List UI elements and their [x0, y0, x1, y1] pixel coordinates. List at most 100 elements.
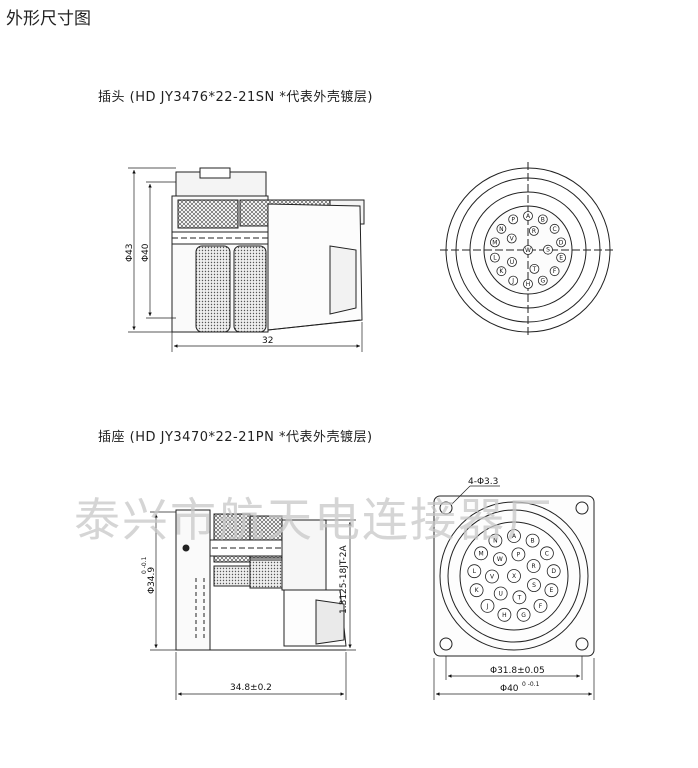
receptacle-contact-label: B: [531, 538, 535, 545]
receptacle-thread-label: 1.3125-18JT-2A: [339, 545, 349, 614]
receptacle-contact: [544, 583, 559, 598]
plug-contact-label: B: [541, 216, 545, 223]
plug-contact: [489, 237, 500, 248]
plug-phi40-label: Φ40: [141, 243, 151, 262]
plug-phi43-label: Φ43: [125, 243, 135, 262]
receptacle-front-dimensions: [433, 485, 595, 700]
plug-contact: [506, 233, 517, 244]
receptacle-contact-label: L: [473, 568, 477, 575]
receptacle-contact: [526, 559, 541, 573]
plug-contact: [523, 245, 533, 255]
receptacle-phi40-label: Φ40: [500, 684, 519, 694]
plug-contact-label: R: [532, 228, 536, 235]
plug-contact: [489, 252, 500, 263]
receptacle-side-view: [175, 509, 347, 651]
receptacle-contact: [511, 547, 526, 562]
plug-contact: [549, 223, 560, 234]
receptacle-contact: [492, 552, 507, 566]
receptacle-contact: [488, 533, 503, 548]
plug-contact-label: D: [559, 239, 564, 246]
plug-contact-label: N: [499, 226, 504, 233]
watermark-text: 泰兴市航天电连接器厂: [74, 493, 554, 547]
plug-contact: [556, 252, 566, 263]
plug-contact-label: S: [546, 247, 550, 254]
receptacle-contact: [493, 586, 508, 601]
plug-contact: [543, 244, 553, 255]
receptacle-contact: [507, 529, 521, 543]
receptacle-contact-label: V: [490, 574, 495, 581]
receptacle-contact-label: J: [486, 603, 489, 610]
receptacle-contact: [469, 583, 484, 598]
receptacle-phi40-tol: 0 -0.1: [522, 681, 540, 688]
receptacle-holes-label: 4-Φ3.3: [468, 477, 498, 487]
receptacle-phi318-label: Φ31.8±0.05: [490, 666, 545, 676]
plug-contact: [508, 214, 519, 225]
receptacle-contact: [512, 590, 527, 605]
receptacle-phi349-tol: 0 -0.1: [141, 556, 148, 574]
receptacle-length-label: 34.8±0.2: [230, 683, 272, 693]
plug-contact: [556, 237, 566, 248]
plug-contact-label: M: [492, 239, 497, 246]
receptacle-contact-label: D: [551, 568, 556, 575]
receptacle-contact-label: A: [512, 533, 517, 540]
plug-length-label: 32: [262, 336, 273, 346]
plug-contact-label: V: [510, 236, 515, 243]
receptacle-phi349-label: Φ34.9: [147, 567, 157, 594]
plug-section-title: 插头 (HD JY3476*22-21SN *代表外壳镀层): [98, 90, 373, 105]
receptacle-contact: [474, 546, 489, 561]
receptacle-contact-label: F: [539, 603, 543, 610]
plug-contact: [549, 266, 560, 277]
receptacle-contact-label: W: [497, 556, 503, 563]
receptacle-contact-label: N: [493, 538, 498, 545]
plug-contact: [529, 263, 540, 274]
plug-contact-label: J: [511, 278, 514, 285]
receptacle-contact-label: S: [532, 582, 536, 589]
receptacle-contact-label: U: [498, 591, 502, 598]
receptacle-contact-label: H: [502, 612, 507, 619]
plug-dimension-lines: [128, 167, 363, 352]
receptacle-contact-label: P: [517, 551, 521, 558]
receptacle-contact: [507, 569, 521, 583]
receptacle-contact: [540, 546, 554, 561]
page-title: 外形尺寸图: [6, 9, 91, 29]
plug-contact-label: W: [525, 247, 531, 254]
receptacle-contact-label: R: [532, 563, 536, 570]
receptacle-contact: [497, 607, 512, 622]
receptacle-contact: [467, 564, 482, 579]
plug-contact-label: H: [526, 281, 531, 288]
plug-contact: [523, 211, 533, 221]
plug-contact-label: L: [493, 255, 497, 262]
receptacle-contact-label: C: [545, 550, 549, 557]
plug-contact: [529, 225, 539, 236]
receptacle-contact: [533, 599, 548, 613]
plug-contact-label: A: [526, 213, 531, 220]
receptacle-contact-label: K: [475, 587, 480, 594]
plug-contact: [507, 257, 517, 267]
plug-contact-label: E: [559, 255, 563, 262]
receptacle-contact: [546, 564, 561, 579]
plug-contact-label: F: [553, 268, 557, 275]
plug-contact: [537, 275, 548, 286]
plug-contact-label: T: [532, 266, 537, 273]
receptacle-contact: [516, 607, 531, 622]
plug-contact-label: G: [540, 278, 545, 285]
plug-contact: [537, 214, 548, 225]
receptacle-contact: [525, 533, 540, 548]
plug-side-view: [171, 167, 365, 333]
plug-contact-label: U: [510, 259, 514, 266]
receptacle-contact: [527, 578, 541, 592]
receptacle-contact-label: X: [512, 573, 516, 580]
receptacle-dimension-lines: [150, 511, 356, 700]
receptacle-contact: [480, 599, 495, 613]
plug-contact: [508, 275, 519, 286]
plug-contact: [523, 279, 533, 289]
receptacle-section-title: 插座 (HD JY3470*22-21PN *代表外壳镀层): [98, 430, 373, 445]
receptacle-contact-label: E: [550, 587, 554, 594]
receptacle-contact-label: G: [521, 612, 526, 619]
receptacle-contact-label: T: [517, 594, 522, 601]
plug-contact-label: K: [499, 268, 504, 275]
plug-contact-label: C: [552, 226, 556, 233]
